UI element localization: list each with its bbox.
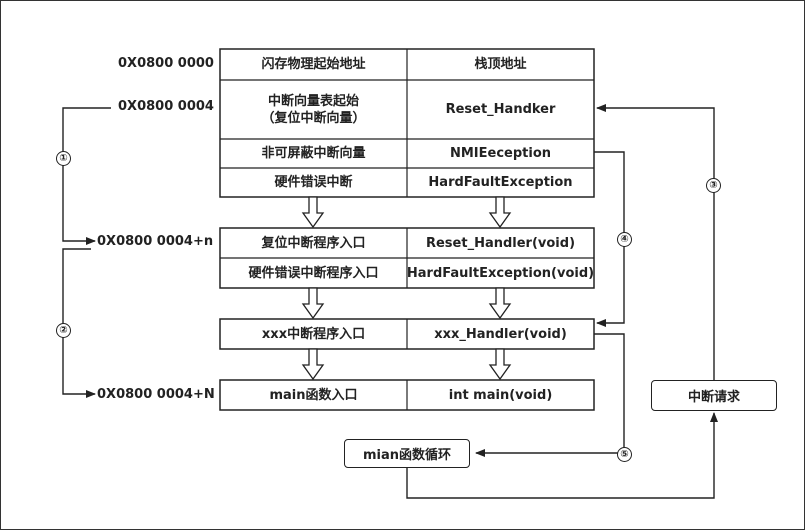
vector-nmi-cell: 非可屏蔽中断向量 [261,146,366,161]
xxx-handler-cell: xxx_Handler(void) [434,326,567,342]
connector-2 [62,248,96,398]
xxx-entry-cell: xxx中断程序入口 [261,326,366,342]
address-label-0x08000004-N: 0X0800 0004+N [97,387,215,402]
marker-3: ③ [706,178,721,193]
down-arrow [488,348,512,381]
vector-hardfault-name-cell: HardFaultException [428,175,573,190]
main-loop-box: mian函数循环 [344,439,470,468]
vector-nmi-name-cell: NMIEeception [449,146,552,161]
handler-reset-entry-cell: 复位中断程序入口 [261,235,366,251]
connector-3 [596,104,715,380]
vector-table-start-cell: 中断向量表起始 （复位中断向量） [261,93,366,126]
marker-1: ① [56,151,71,166]
hollow-down-arrows [301,196,512,381]
down-arrow [301,196,325,229]
address-label-0x08000004: 0X0800 0004 [118,99,214,114]
marker-4: ④ [617,232,632,247]
connector-loop-irq [406,412,718,499]
handler-hardfault-entry-cell: 硬件错误中断程序入口 [248,265,379,281]
marker-2: ② [56,323,71,338]
down-arrow [488,196,512,229]
main-func-cell: int main(void) [448,387,553,403]
address-label-0x08000000: 0X0800 0000 [118,56,214,71]
vector-flash-start-cell: 闪存物理起始地址 [261,57,366,72]
connector-1 [62,107,111,245]
down-arrow [301,287,325,320]
down-arrow [301,348,325,381]
address-label-0x08000004-n: 0X0800 0004+n [97,234,214,249]
marker-5: ⑤ [617,447,632,462]
connector-5 [475,333,625,457]
vector-reset-cell: Reset_Handker [445,102,556,117]
vector-stack-top-cell: 栈顶地址 [474,57,527,72]
vector-hardfault-cell: 硬件错误中断 [274,175,353,190]
handler-hardfault-func-cell: HardFaultException(void) [406,265,595,281]
down-arrow [488,287,512,320]
handler-reset-func-cell: Reset_Handler(void) [425,235,576,251]
main-entry-cell: main函数入口 [269,387,358,403]
interrupt-request-box: 中断请求 [651,380,777,411]
